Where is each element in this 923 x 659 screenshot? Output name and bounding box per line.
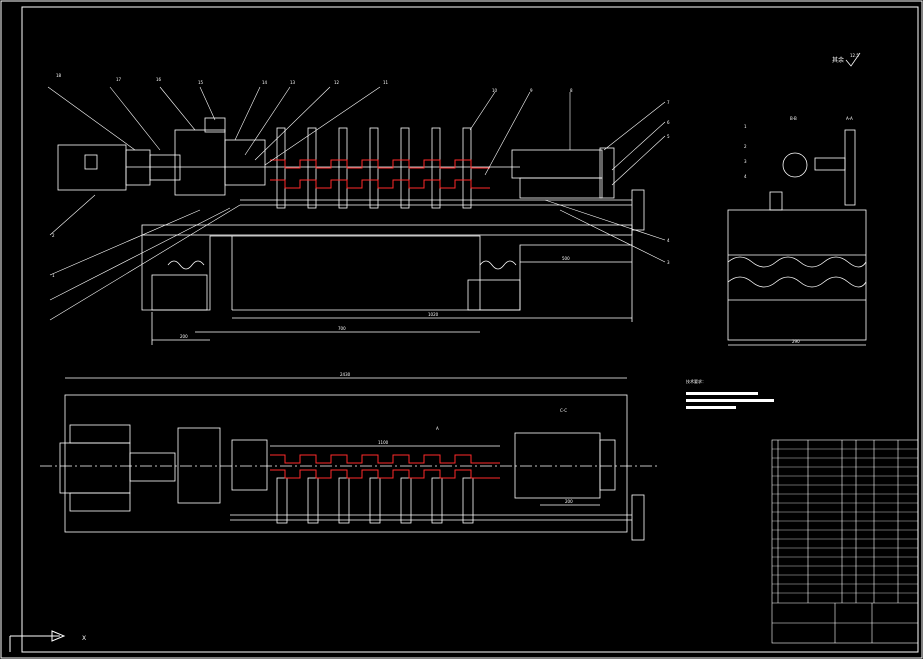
svg-text:3: 3 xyxy=(744,159,747,164)
roughness-mark: 其余 12.5 xyxy=(832,52,861,67)
side-view xyxy=(727,129,867,346)
title-block xyxy=(771,439,919,644)
side-balloon-numbers: 1 2 3 4 xyxy=(744,124,747,179)
svg-text:16: 16 xyxy=(156,77,162,82)
cylinder-front xyxy=(511,149,603,179)
dim-plan-cylinder: 200 xyxy=(565,499,573,504)
cylinder-plan xyxy=(514,432,601,499)
svg-text:1: 1 xyxy=(52,273,55,278)
side-body xyxy=(727,209,867,341)
handwheel-front xyxy=(631,189,645,231)
section-label-aa: A-A xyxy=(846,116,853,121)
balloon-numbers: 18 17 16 15 14 13 12 11 10 9 8 7 6 5 4 3… xyxy=(52,73,670,278)
front-view xyxy=(57,117,645,345)
dim-side-width: 290 xyxy=(792,339,800,344)
coupling xyxy=(149,154,181,181)
dim-base-mid: 700 xyxy=(338,326,346,331)
dim-right: 500 xyxy=(562,256,570,261)
svg-text:1: 1 xyxy=(744,124,747,129)
dim-plan-overall: 2430 xyxy=(340,372,351,377)
svg-text:14: 14 xyxy=(262,80,268,85)
svg-text:13: 13 xyxy=(290,80,296,85)
parts-list-rows xyxy=(772,448,918,594)
chain-plan xyxy=(270,454,500,479)
svg-text:2: 2 xyxy=(52,233,55,238)
ucs-icon xyxy=(9,630,66,652)
section-label-cc: C-C xyxy=(560,408,567,413)
svg-text:2: 2 xyxy=(744,144,747,149)
section-label-bb: B-B xyxy=(790,116,797,121)
leader-lines xyxy=(47,86,666,321)
svg-text:其余: 其余 xyxy=(832,56,844,64)
handwheel-plan xyxy=(631,494,645,541)
foot-left xyxy=(151,274,208,311)
inner-border xyxy=(21,6,919,653)
axis-x-label: X xyxy=(82,635,86,642)
base-frame xyxy=(141,224,633,236)
svg-text:5: 5 xyxy=(667,134,670,139)
motor xyxy=(57,144,127,191)
plan-stations xyxy=(276,477,474,524)
plan-frame xyxy=(64,394,628,533)
svg-text:8: 8 xyxy=(570,88,573,93)
dim-base-wide: 1020 xyxy=(428,312,439,317)
svg-text:4: 4 xyxy=(744,174,747,179)
svg-text:18: 18 xyxy=(56,73,62,78)
foot-right xyxy=(467,279,521,311)
technical-notes: 技术要求： xyxy=(686,378,774,409)
gearbox xyxy=(174,129,226,196)
svg-text:9: 9 xyxy=(530,88,533,93)
plan-view xyxy=(40,377,660,541)
svg-text:15: 15 xyxy=(198,80,204,85)
svg-text:7: 7 xyxy=(667,100,670,105)
svg-text:3: 3 xyxy=(667,260,670,265)
gearbox-plan xyxy=(177,427,221,504)
dim-base-left: 200 xyxy=(180,334,188,339)
chain-front xyxy=(270,159,490,189)
svg-text:11: 11 xyxy=(383,80,389,85)
svg-text:10: 10 xyxy=(492,88,498,93)
svg-text:12: 12 xyxy=(334,80,340,85)
svg-text:4: 4 xyxy=(667,238,670,243)
svg-text:12.5: 12.5 xyxy=(850,53,859,58)
section-label-a: A xyxy=(436,426,439,431)
svg-text:17: 17 xyxy=(116,77,122,82)
base-outline xyxy=(141,225,633,311)
motor-plan xyxy=(59,442,131,494)
svg-text:6: 6 xyxy=(667,120,670,125)
svg-text:技术要求：: 技术要求： xyxy=(686,378,706,384)
dim-plan-chain: 1100 xyxy=(378,440,389,445)
